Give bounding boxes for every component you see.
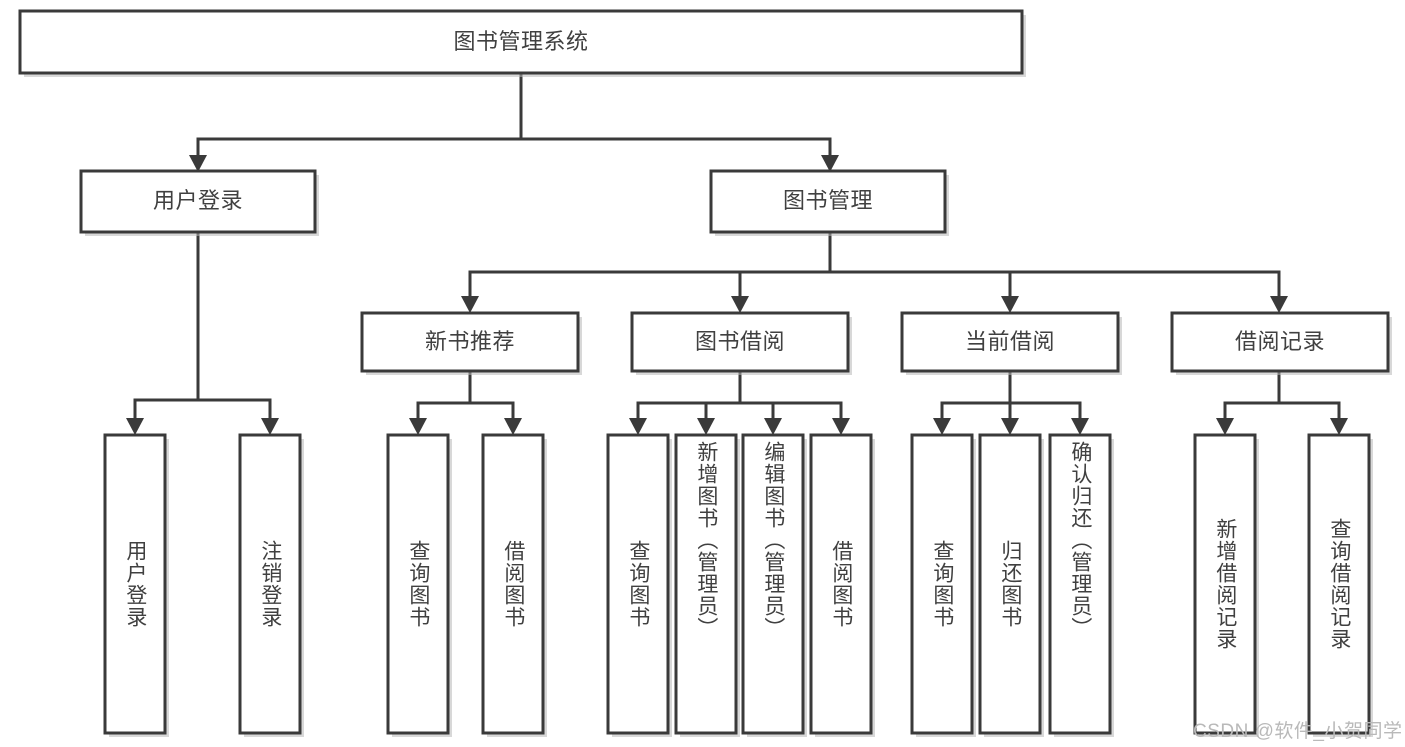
borrow-record-box[interactable] bbox=[1170, 311, 1390, 373]
connector-borrow-record-to-leaves bbox=[1216, 371, 1348, 435]
leaf-user-login-box[interactable] bbox=[103, 433, 167, 735]
connector-book-management-to-level3 bbox=[461, 230, 1288, 313]
leaf-add-record-box[interactable] bbox=[1193, 433, 1257, 735]
leaf-borrow-book-1-box[interactable] bbox=[481, 433, 545, 735]
connector-root-to-level2 bbox=[189, 73, 839, 172]
connector-user-login-to-leaves bbox=[126, 230, 279, 435]
leaf-confirm-return-box[interactable] bbox=[1048, 433, 1112, 735]
leaf-borrow-book-2-box[interactable] bbox=[809, 433, 873, 735]
leaf-user-logout-box[interactable] bbox=[238, 433, 302, 735]
leaf-return-book-box[interactable] bbox=[978, 433, 1042, 735]
new-book-recommend-box[interactable] bbox=[360, 311, 580, 373]
book-borrow-box[interactable] bbox=[630, 311, 850, 373]
connector-new-book-recommend-to-leaves bbox=[409, 371, 522, 435]
user-login-box[interactable] bbox=[79, 169, 317, 234]
leaf-add-book-box[interactable] bbox=[674, 433, 738, 735]
current-borrow-box[interactable] bbox=[900, 311, 1120, 373]
leaf-query-book-2-box[interactable] bbox=[606, 433, 670, 735]
leaf-edit-book-box[interactable] bbox=[741, 433, 805, 735]
leaf-query-record-box[interactable] bbox=[1307, 433, 1371, 735]
leaf-query-book-1-box[interactable] bbox=[386, 433, 450, 735]
book-management-box[interactable] bbox=[709, 169, 947, 234]
connector-book-borrow-to-leaves bbox=[629, 371, 850, 435]
root-box[interactable] bbox=[18, 9, 1024, 75]
connector-current-borrow-to-leaves bbox=[933, 371, 1089, 435]
leaf-query-book-3-box[interactable] bbox=[910, 433, 974, 735]
